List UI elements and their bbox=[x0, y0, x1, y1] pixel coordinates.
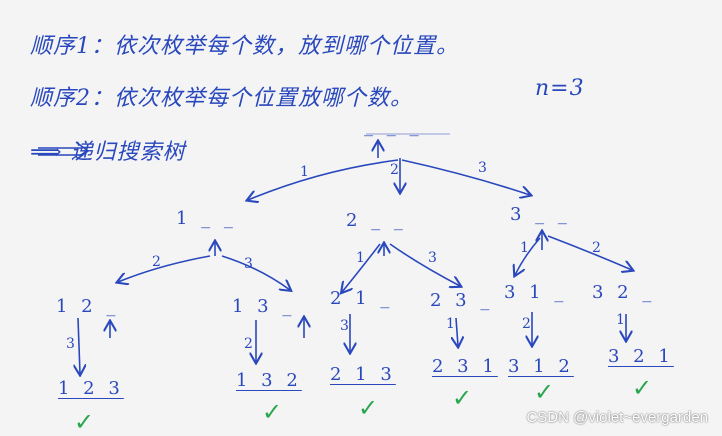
tree-node-l2-21: 2 1 _ bbox=[330, 288, 394, 309]
edge-label-3-1: 1 bbox=[520, 240, 529, 256]
edge-label-1-2: 2 bbox=[152, 254, 161, 270]
check-icon-123: ✓ bbox=[74, 408, 95, 436]
check-icon-132: ✓ bbox=[262, 398, 283, 426]
edge-label-31-2: 2 bbox=[522, 316, 531, 332]
tree-node-l1-3: 3 _ _ bbox=[510, 204, 571, 225]
tree-node-l2-12: 1 2 _ bbox=[56, 296, 120, 317]
edge-23-1 bbox=[456, 317, 458, 346]
check-icon-213: ✓ bbox=[358, 394, 379, 422]
tree-leaf-231: 2 3 1 bbox=[432, 356, 498, 377]
edge-root-1 bbox=[248, 159, 399, 200]
check-icon-231: ✓ bbox=[452, 384, 473, 412]
edge-label-23-1: 1 bbox=[446, 316, 455, 332]
tree-node-l1-1: 1 _ _ bbox=[176, 208, 237, 229]
edge-1-2 bbox=[118, 255, 211, 282]
edge-2-3 bbox=[389, 243, 460, 286]
edge-label-2-1: 1 bbox=[356, 250, 365, 266]
edge-label-12-3: 3 bbox=[66, 336, 75, 352]
note-order-2: 顺序2：依次枚举每个位置放哪个数。 bbox=[30, 86, 413, 111]
tree-node-l2-13: 1 3 _ bbox=[232, 296, 296, 317]
tree-node-root: _ _ _ bbox=[364, 116, 423, 137]
check-icon-321: ✓ bbox=[632, 374, 653, 402]
edge-2-1 bbox=[342, 243, 381, 292]
tree-leaf-321: 3 2 1 bbox=[608, 346, 674, 367]
edge-label-3-2: 2 bbox=[592, 240, 601, 256]
note-order-1: 顺序1：依次枚举每个数，放到哪个位置。 bbox=[30, 34, 459, 59]
tree-leaf-213: 2 1 3 bbox=[330, 364, 396, 385]
tree-node-l1-2: 2 _ _ bbox=[346, 210, 407, 231]
edge-label-13-2: 2 bbox=[244, 336, 253, 352]
note-method: ⟹ 递归搜索树 bbox=[30, 140, 186, 165]
tree-node-l2-31: 3 1 _ bbox=[504, 282, 568, 303]
edge-label-32-1: 1 bbox=[616, 312, 625, 328]
edge-label-root-1: 1 bbox=[300, 164, 309, 180]
tree-leaf-312: 3 1 2 bbox=[508, 356, 574, 377]
tree-node-l2-32: 3 2 _ bbox=[592, 282, 656, 303]
csdn-watermark: CSDN @violet~evergarden bbox=[526, 409, 708, 426]
edge-1-3 bbox=[221, 255, 290, 290]
edge-3-2 bbox=[547, 235, 632, 270]
edge-label-21-3: 3 bbox=[340, 318, 349, 334]
tree-leaf-132: 1 3 2 bbox=[236, 370, 302, 391]
tree-leaf-123: 1 2 3 bbox=[58, 378, 124, 399]
check-icon-312: ✓ bbox=[534, 378, 555, 406]
edge-label-1-3: 3 bbox=[244, 256, 253, 272]
note-n-value: n=3 bbox=[535, 76, 585, 101]
edge-label-2-3: 3 bbox=[428, 250, 437, 266]
edge-label-root-2: 2 bbox=[390, 162, 399, 178]
edge-root-3 bbox=[401, 159, 530, 195]
edge-12-3 bbox=[78, 317, 80, 374]
tree-node-l2-23: 2 3 _ bbox=[430, 290, 494, 311]
edge-label-root-3: 3 bbox=[478, 160, 487, 176]
